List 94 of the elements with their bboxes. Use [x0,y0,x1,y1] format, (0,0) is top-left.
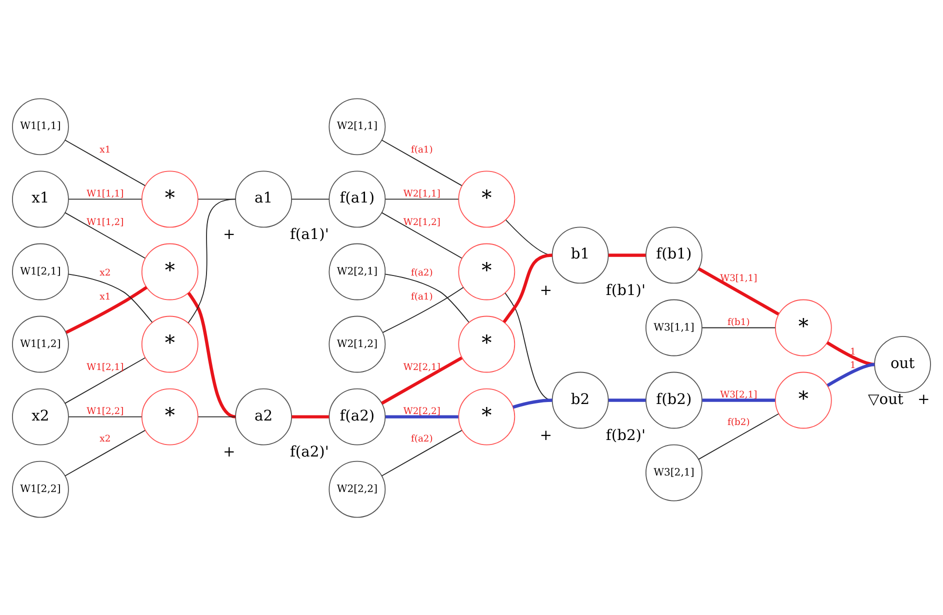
connector [826,340,875,366]
connector [386,414,458,418]
edge-label: W1[2,2] [86,406,124,417]
node-circle: W3[1,1] [645,298,702,356]
edge-label: f(a2) [410,433,433,444]
connector [381,429,462,476]
node-circle: * [141,388,198,445]
node-label: + [540,281,552,298]
node-circle: W1[2,1] [12,242,69,300]
node-circle: * [774,371,832,428]
connector [381,356,463,404]
node-circle: x2 [12,388,69,445]
node-circle: W2[1,1] [328,98,386,155]
connector [64,429,146,476]
connector [702,326,776,328]
connector [698,266,780,315]
edge-label: 1 [850,346,856,357]
connector [64,139,146,186]
connector [826,362,875,386]
node-label: f(a1)' [290,225,329,242]
edge-label: W3[1,1] [720,272,758,284]
node-circle: b2 [552,371,609,428]
connector [198,416,236,417]
edge-label: x1 [100,144,111,155]
node-circle: W1[1,1] [12,98,69,155]
node-circle: * [141,170,198,228]
node-label: + [540,426,552,444]
edge-label: W2[1,2] [403,216,440,228]
node-label: ▽out + [868,390,930,408]
node-circle: f(a1) [328,170,386,228]
node-circle: b1 [552,226,609,284]
edge-label: W2[2,2] [403,406,440,417]
node-label: f(b2)' [606,426,646,444]
connector [608,253,646,256]
edge-label: W1[1,2] [86,216,124,228]
node-circle: a2 [235,388,292,445]
node-label: f(b1)' [606,281,646,298]
edge-label: f(a1) [410,144,433,155]
edge-label: W2[2,1] [403,361,440,372]
connector [64,212,146,258]
node-circle: W1[2,2] [12,460,69,518]
connector [68,416,142,417]
node-circle: * [458,388,516,445]
edge-label: 1 [850,360,856,371]
node-label: + [222,443,236,460]
connector [66,286,148,334]
node-circle: f(b2) [645,371,702,428]
node-circle: W2[2,2] [328,460,386,518]
node-circle: a1 [235,170,292,228]
node-circle: * [458,242,516,300]
connector [698,412,779,460]
node-circle: * [774,298,832,356]
connector [64,356,146,404]
connector [502,253,552,323]
edge-label: x2 [100,433,111,444]
connector [702,398,776,402]
node-label: f(a2)' [290,443,329,460]
connector [291,198,330,200]
connector [381,139,462,186]
node-circle: * [458,170,516,228]
edge-label: x2 [100,266,111,278]
edge-label: f(b2) [728,416,750,428]
edge-label: W2[1,1] [403,188,440,199]
node-circle: W2[2,1] [328,242,386,300]
node-circle: f(a2) [328,388,386,445]
node-circle: * [141,315,198,372]
connector [608,398,646,402]
edge-label: f(a2) [410,266,433,278]
connector [68,273,153,322]
edge-label: W1[2,1] [86,361,124,372]
node-circle: W2[1,2] [328,315,386,372]
connector [188,198,236,323]
node-circle: out [874,336,931,392]
connector [384,273,470,322]
edge-label: W3[2,1] [720,389,758,400]
node-circle: f(b1) [645,226,702,284]
connector [187,292,236,418]
node-circle: * [458,315,516,372]
node-circle: x1 [12,170,69,228]
connector [381,212,462,258]
node-label: + [222,225,236,242]
connector [382,286,464,332]
connector [68,198,142,200]
node-circle: W1[1,2] [12,315,69,372]
connector [512,398,552,408]
edge-label: f(b1) [728,316,750,328]
node-circle: W3[2,1] [645,444,702,501]
connector [292,414,329,418]
edge-label: x1 [100,290,111,302]
edge-label: f(a1) [410,290,433,302]
connector [198,198,236,200]
edge-label: W1[1,1] [86,188,124,199]
node-circle: * [141,242,198,300]
connector [385,198,459,200]
